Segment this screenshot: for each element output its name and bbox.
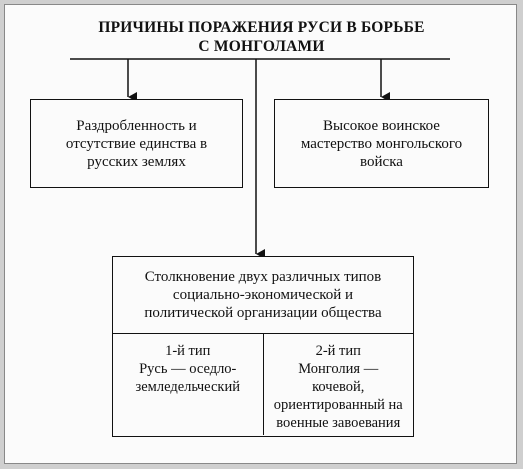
type-1-cell: 1-й тип Русь — оседло- земледельческий (113, 334, 264, 435)
cause-fragmentation-box: Раздробленность и отсутствие единства в … (30, 99, 243, 188)
type-2-line-3: ориентированный на (273, 397, 403, 413)
clash-header-line-2: социально-экономической и (172, 287, 354, 303)
type-2-line-2: кочевой, (312, 379, 365, 395)
title-line-2: С МОНГОЛАМИ (198, 38, 325, 55)
clash-header: Столкновение двух различных типов социал… (113, 257, 413, 334)
type-1-label: 1-й тип (165, 343, 211, 359)
cause-mongol-military-box: Высокое воинское мастерство монгольского… (274, 99, 489, 188)
right-box-line-2: мастерство монгольского (300, 135, 463, 152)
clash-types-row: 1-й тип Русь — оседло- земледельческий 2… (113, 334, 413, 435)
cause-clash-of-types-box: Столкновение двух различных типов социал… (112, 256, 414, 437)
left-box-line-3: русских землях (87, 153, 186, 170)
clash-header-line-3: политической организации общества (144, 305, 382, 321)
type-2-line-1: Монголия — (298, 361, 379, 377)
type-1-line-1: Русь — оседло- (139, 361, 237, 377)
type-1-line-2: земледельческий (135, 379, 240, 395)
left-box-line-2: отсутствие единства в (65, 135, 208, 152)
left-box-line-1: Раздробленность и (76, 117, 197, 134)
title-line-1: ПРИЧИНЫ ПОРАЖЕНИЯ РУСИ В БОРЬБЕ (98, 19, 425, 36)
type-2-line-4: военные завоевания (276, 415, 401, 431)
right-box-line-3: войска (360, 153, 403, 170)
type-2-cell: 2-й тип Монголия — кочевой, ориентирован… (264, 334, 414, 435)
type-2-label: 2-й тип (315, 343, 361, 359)
right-box-line-1: Высокое воинское (323, 117, 440, 134)
diagram-title: ПРИЧИНЫ ПОРАЖЕНИЯ РУСИ В БОРЬБЕ С МОНГОЛ… (60, 18, 463, 56)
clash-header-line-1: Столкновение двух различных типов (144, 269, 382, 285)
